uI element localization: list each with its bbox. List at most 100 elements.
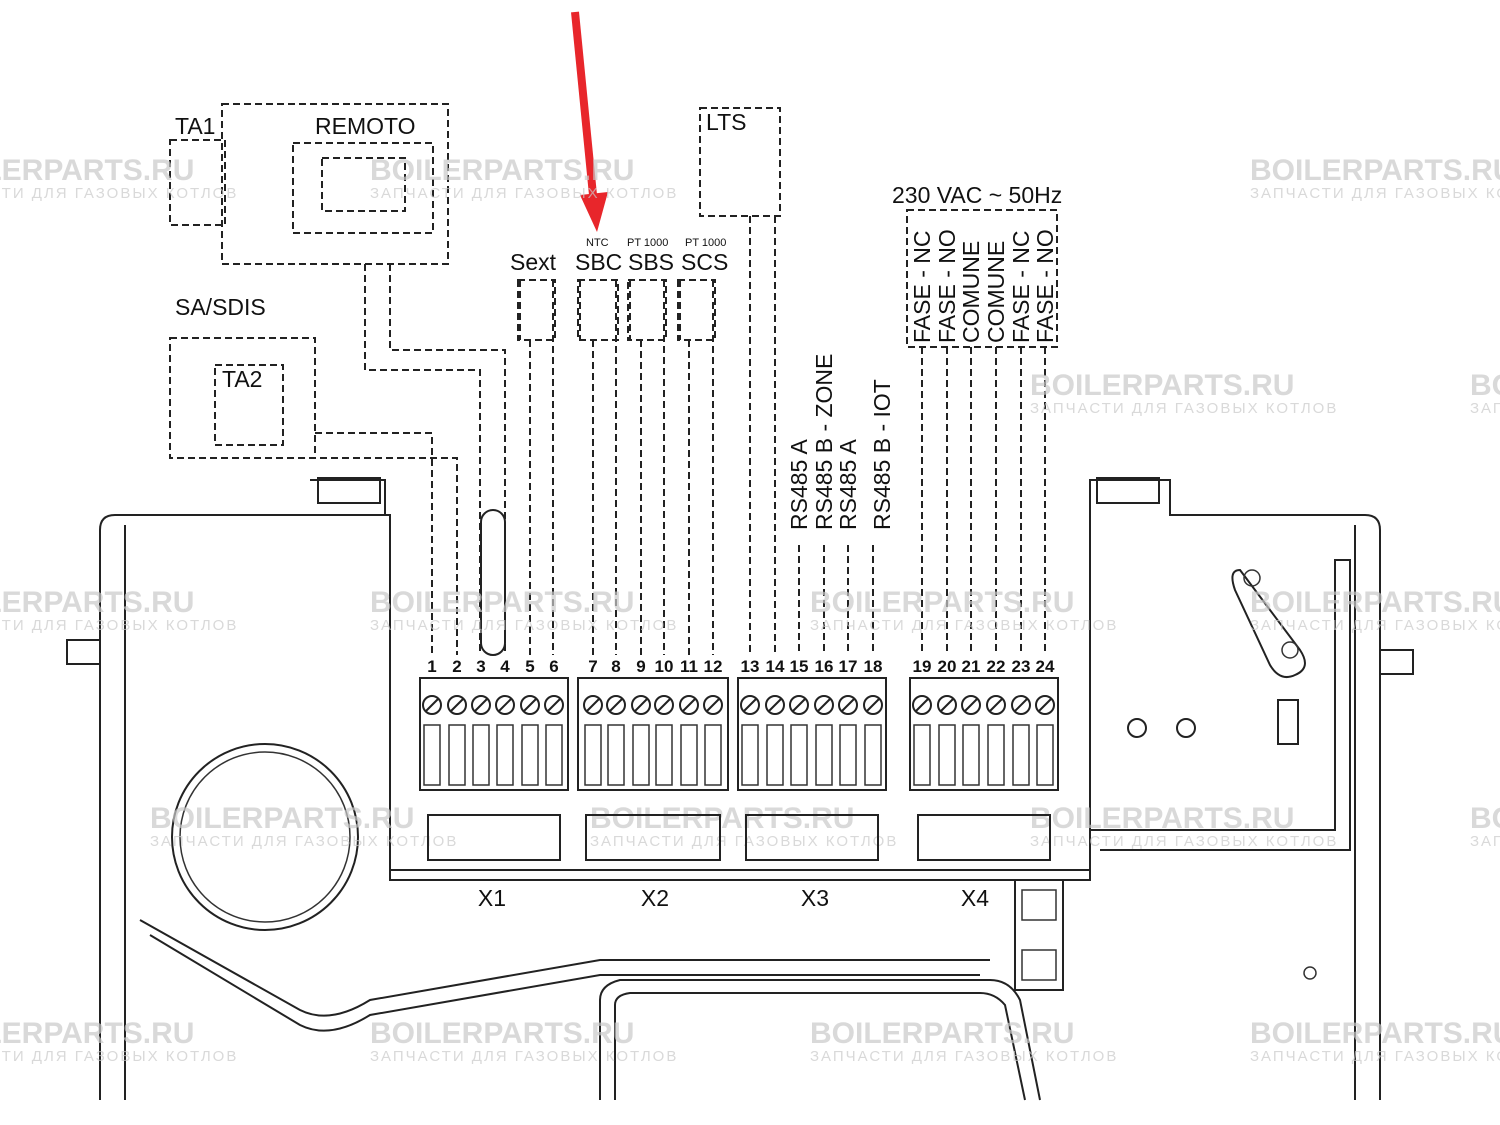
terminal-block-x3: [737, 677, 887, 791]
label-ta1: TA1: [175, 113, 215, 139]
terminal-number: 10: [655, 657, 674, 676]
watermark-brand: BOILERPARTS.RU: [810, 1017, 1074, 1050]
terminal-screw[interactable]: [1035, 695, 1055, 786]
terminal-number: 8: [611, 657, 620, 676]
connector-label-x4: X4: [961, 885, 989, 911]
terminal-number: 14: [766, 657, 785, 676]
watermark-tagline: ЗАПЧАСТИ ДЛЯ ГАЗОВЫХ КОТЛОВ: [1250, 185, 1500, 202]
terminal-number: 18: [864, 657, 883, 676]
watermark-tagline: ЗАПЧАСТИ ДЛЯ ГАЗОВЫХ КОТЛОВ: [1030, 833, 1338, 850]
terminal-screw[interactable]: [520, 695, 540, 786]
label-ta2: TA2: [222, 366, 262, 392]
label-scs: SCS: [681, 249, 728, 275]
label-sbs: SBS: [628, 249, 674, 275]
terminal-screw[interactable]: [703, 695, 723, 786]
terminal-number: 13: [741, 657, 760, 676]
terminal-number: 9: [636, 657, 645, 676]
terminal-screw[interactable]: [422, 695, 442, 786]
watermark-tagline: ЗАПЧАСТИ ДЛЯ ГАЗОВЫХ КОТЛОВ: [0, 1048, 238, 1065]
connector-label-x1: X1: [478, 885, 506, 911]
terminal-number: 17: [839, 657, 858, 676]
terminal-screw[interactable]: [606, 695, 626, 786]
terminal-screw[interactable]: [471, 695, 491, 786]
terminal-number: 21: [962, 657, 981, 676]
terminal-number: 16: [815, 657, 834, 676]
terminal-screw[interactable]: [679, 695, 699, 786]
watermark-brand: BOILERPARTS.RU: [370, 1017, 634, 1050]
terminal-screw[interactable]: [838, 695, 858, 786]
watermark-tagline: ЗАПЧАСТИ ДЛЯ ГАЗОВЫХ КОТЛОВ: [370, 185, 678, 202]
terminal-screw[interactable]: [863, 695, 883, 786]
watermark-brand: BOILERPARTS.RU: [0, 1017, 194, 1050]
watermark-brand: BOILERPARTS.RU: [810, 586, 1074, 619]
label-sbc-type: NTC: [586, 237, 609, 249]
label-sbc: SBC: [575, 249, 622, 275]
terminal-block-x2: [577, 677, 729, 791]
bus-label: RS485 B - ZONE: [811, 354, 837, 530]
watermark-brand: BOILERPARTS.RU: [370, 154, 634, 187]
terminal-number: 11: [680, 657, 698, 676]
terminal-number: 12: [704, 657, 723, 676]
terminal-screw[interactable]: [814, 695, 834, 786]
watermark-tagline: ЗАПЧАСТИ ДЛЯ ГАЗОВЫХ КОТЛОВ: [810, 1048, 1118, 1065]
watermark-tagline: ЗАПЧАСТИ ДЛЯ ГАЗОВЫХ КОТЛОВ: [370, 617, 678, 634]
connector-plug-x3: [745, 814, 879, 861]
watermark-brand: BOILERPARTS.RU: [1030, 802, 1294, 835]
watermark-tagline: ЗАПЧАСТИ ДЛЯ ГАЗОВЫХ КОТЛОВ: [1470, 400, 1500, 417]
relay-label: FASE - NO: [934, 229, 960, 343]
dashed-wiring: [169, 103, 1058, 656]
terminal-screw[interactable]: [961, 695, 981, 786]
watermark-brand: BOILERPARTS.RU: [1250, 586, 1500, 619]
terminal-screw[interactable]: [447, 695, 467, 786]
terminal-screw[interactable]: [495, 695, 515, 786]
connector-label-x2: X2: [641, 885, 669, 911]
terminal-number: 24: [1036, 657, 1055, 676]
watermark-tagline: ЗАПЧАСТИ ДЛЯ ГАЗОВЫХ КОТЛОВ: [150, 833, 458, 850]
connector-plug-x2: [585, 814, 721, 861]
terminal-screw[interactable]: [1011, 695, 1031, 786]
terminal-block-x4: [909, 677, 1059, 791]
watermark-brand: BOILERPARTS.RU: [0, 586, 194, 619]
terminal-number: 7: [588, 657, 597, 676]
terminal-screw[interactable]: [544, 695, 564, 786]
watermark-brand: BOILERPARTS.RU: [1250, 1017, 1500, 1050]
relay-label: COMUNE: [958, 241, 984, 343]
terminal-number: 20: [938, 657, 957, 676]
terminal-screw[interactable]: [912, 695, 932, 786]
watermark-brand: BOILERPARTS.RU: [1030, 369, 1294, 402]
watermark-brand: BOILERPARTS.RU: [590, 802, 854, 835]
terminal-number: 19: [913, 657, 932, 676]
terminal-number: 1: [427, 657, 436, 676]
terminal-screw[interactable]: [654, 695, 674, 786]
bus-label: RS485 A: [786, 439, 812, 530]
terminal-screw[interactable]: [986, 695, 1006, 786]
terminal-number: 22: [987, 657, 1006, 676]
terminal-screw[interactable]: [937, 695, 957, 786]
terminal-screw[interactable]: [765, 695, 785, 786]
terminal-screw[interactable]: [740, 695, 760, 786]
terminal-screw[interactable]: [583, 695, 603, 786]
watermark-brand: BOILERPARTS.RU: [370, 586, 634, 619]
label-sa-sdis: SA/SDIS: [175, 294, 266, 320]
terminal-number: 2: [452, 657, 461, 676]
terminal-number: 23: [1012, 657, 1031, 676]
watermark-tagline: ЗАПЧАСТИ ДЛЯ ГАЗОВЫХ КОТЛОВ: [1470, 833, 1500, 850]
label-sext: Sext: [510, 249, 557, 275]
label-power: 230 VAC ~ 50Hz: [892, 182, 1062, 208]
watermark-brand: BOILERPARTS.RU: [1470, 369, 1500, 402]
terminal-screw[interactable]: [631, 695, 651, 786]
watermark-tagline: ЗАПЧАСТИ ДЛЯ ГАЗОВЫХ КОТЛОВ: [370, 1048, 678, 1065]
watermark-brand: BOILERPARTS.RU: [150, 802, 414, 835]
watermark-tagline: ЗАПЧАСТИ ДЛЯ ГАЗОВЫХ КОТЛОВ: [1250, 617, 1500, 634]
relay-label: FASE - NC: [1008, 231, 1034, 343]
label-remoto: REMOTO: [315, 113, 416, 139]
terminal-screw[interactable]: [789, 695, 809, 786]
terminal-number: 15: [790, 657, 809, 676]
watermark-brand: BOILERPARTS.RU: [1470, 802, 1500, 835]
bus-label: RS485 A: [835, 439, 861, 530]
